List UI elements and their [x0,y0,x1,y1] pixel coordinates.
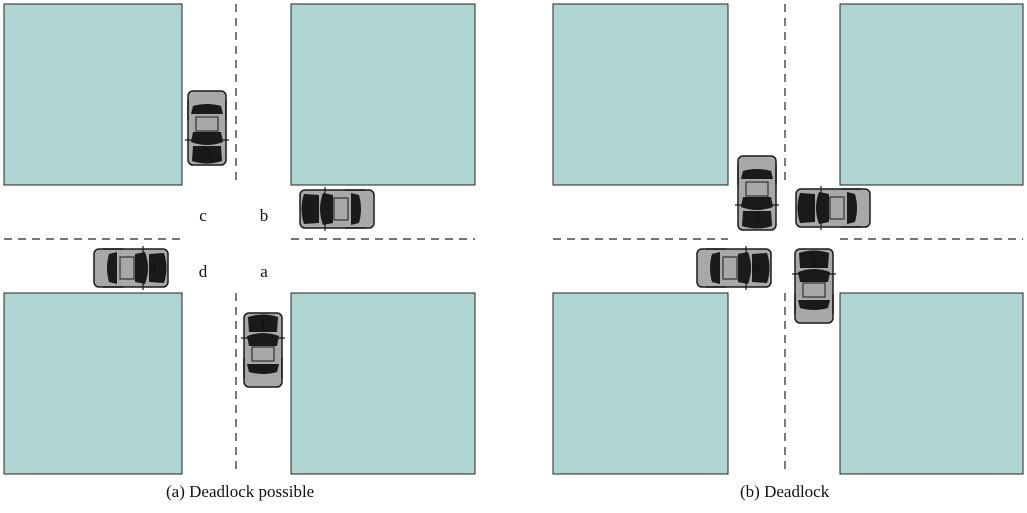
quadrant-label-a: a [260,262,268,281]
car-4-number: 4 [149,259,158,278]
car-3-number: 3 [753,208,762,227]
city-blocks [3,3,476,475]
lane-dividers [4,4,475,474]
car-4: 4 [696,245,772,291]
block-bottom-right [290,292,476,475]
city-blocks [552,3,1024,475]
car-2-number: 2 [807,199,816,218]
car-1: 1 [791,248,837,324]
block-top-right [290,3,476,186]
panel-a: c b d a 1 2 3 4 [3,3,476,475]
car-2: 2 [299,186,375,232]
block-bottom-left [3,292,183,475]
car-2: 2 [795,185,871,231]
block-top-left [552,3,729,186]
car-3: 3 [734,155,780,231]
quadrant-labels: c b d a [199,206,269,281]
caption-panel-b: (b) Deadlock [740,482,830,501]
block-bottom-left [552,292,729,475]
panel-b: 1 2 3 4 [552,3,1024,475]
quadrant-label-c: c [199,206,207,225]
block-top-right [839,3,1024,186]
car-2-number: 2 [304,200,313,219]
car-4-number: 4 [752,259,761,278]
car-3-number: 3 [203,144,212,163]
car-4: 4 [93,245,169,291]
lane-dividers [553,4,1023,474]
car-1: 1 [240,312,286,388]
caption-panel-a: (a) Deadlock possible [166,482,315,501]
quadrant-label-d: d [199,262,208,281]
quadrant-label-b: b [260,206,269,225]
car-1-number: 1 [810,252,819,271]
block-bottom-right [839,292,1024,475]
block-top-left [3,3,183,186]
car-1-number: 1 [259,316,268,335]
car-3: 3 [184,90,230,166]
